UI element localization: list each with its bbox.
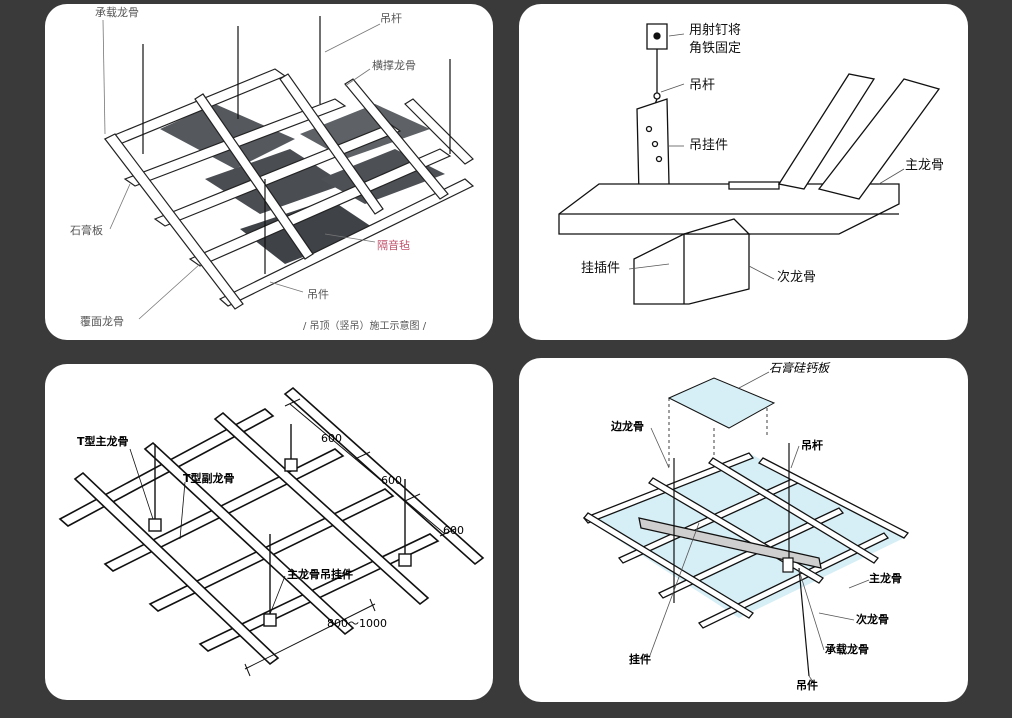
t-keel-grid-panel: T型主龙骨 T型副龙骨 主龙骨吊挂件 600 600 600 800～1000 bbox=[45, 364, 493, 700]
calcium-board-ceiling-panel: 石膏硅钙板 边龙骨 吊杆 主龙骨 次龙骨 挂件 承载龙骨 吊件 bbox=[519, 358, 968, 702]
t-keel-grid-drawing bbox=[58, 386, 485, 677]
dimension-600-b: 600 bbox=[381, 474, 402, 487]
label-t-main-keel: T型主龙骨 bbox=[77, 435, 129, 448]
label-main-keel-hanger: 主龙骨吊挂件 bbox=[287, 568, 353, 581]
label-hanger-rod: 吊杆 bbox=[689, 78, 716, 93]
label-hanger-piece: 吊件 bbox=[796, 679, 818, 692]
label-hanging-piece: 挂件 bbox=[629, 653, 651, 666]
suspended-ceiling-diagram-panel: 承载龙骨 吊杆 横撑龙骨 石膏板 隔音毡 吊件 覆面龙骨 / 吊顶（竖吊）施工示… bbox=[45, 4, 493, 340]
label-secondary-keel: 次龙骨 bbox=[856, 613, 889, 626]
label-cover-keel: 覆面龙骨 bbox=[80, 315, 124, 328]
label-hanger-rod: 吊杆 bbox=[801, 439, 823, 452]
label-edge-keel: 边龙骨 bbox=[611, 420, 644, 433]
diagram-caption: / 吊顶（竖吊）施工示意图 / bbox=[303, 321, 427, 332]
label-secondary-keel: 次龙骨 bbox=[777, 270, 817, 285]
keel-connection-detail-panel: 用射钉将 角铁固定 吊杆 吊挂件 主龙骨 挂插件 次龙骨 bbox=[519, 4, 968, 340]
dimension-600-c: 600 bbox=[443, 524, 464, 537]
calcium-board-ceiling-drawing bbox=[582, 371, 910, 684]
label-main-keel: 主龙骨 bbox=[869, 572, 902, 585]
label-nail-fix: 用射钉将 bbox=[689, 23, 742, 38]
label-calcium-silicate-board: 石膏硅钙板 bbox=[769, 361, 830, 375]
label-sound-felt: 隔音毡 bbox=[377, 239, 410, 252]
label-hanger-rod: 吊杆 bbox=[380, 12, 402, 25]
label-main-keel: 主龙骨 bbox=[905, 158, 945, 173]
label-bearing-keel: 承载龙骨 bbox=[825, 643, 869, 656]
label-bearing-keel: 承载龙骨 bbox=[95, 6, 139, 19]
label-plug-fitting: 挂插件 bbox=[581, 261, 621, 276]
dimension-600-a: 600 bbox=[321, 432, 342, 445]
keel-connection-drawing bbox=[558, 23, 941, 305]
label-gypsum-board: 石膏板 bbox=[70, 224, 103, 237]
label-hanger-piece: 吊件 bbox=[307, 288, 329, 301]
label-nail-fix-2: 角铁固定 bbox=[689, 41, 742, 56]
label-hanger-fitting: 吊挂件 bbox=[689, 138, 729, 153]
label-t-sub-keel: T型副龙骨 bbox=[183, 472, 235, 485]
dimension-800-1000: 800～1000 bbox=[327, 617, 387, 630]
label-cross-brace-keel: 横撑龙骨 bbox=[372, 59, 416, 72]
suspended-ceiling-drawing bbox=[102, 16, 475, 320]
